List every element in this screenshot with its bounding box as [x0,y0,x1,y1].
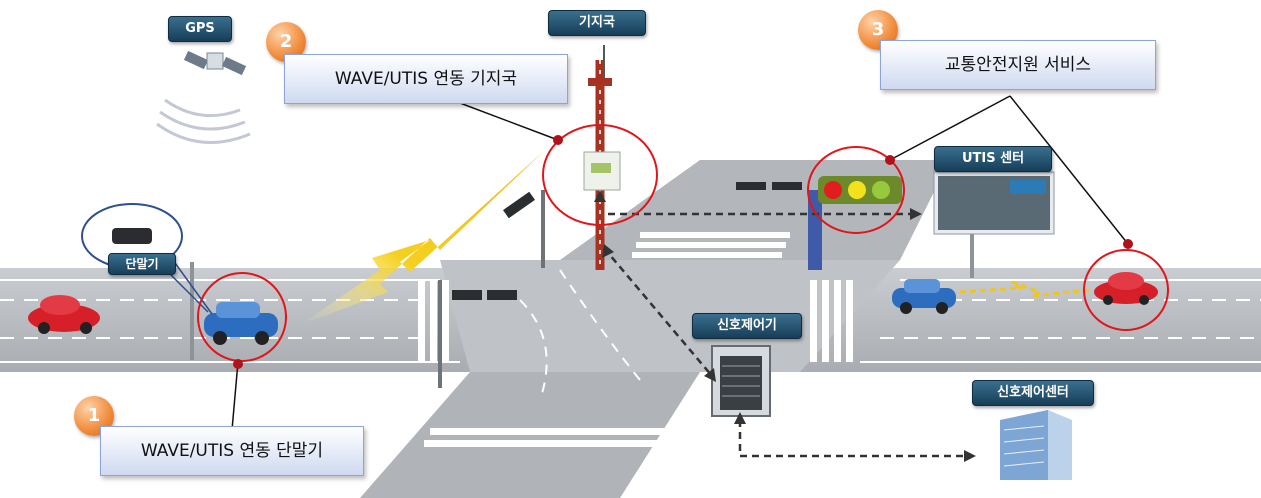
utis-center-label: UTIS 센터 [934,146,1052,172]
crosswalk-north [632,232,790,258]
lane-markings [0,299,1261,339]
signal-controller-label: 신호제어기 [692,313,802,339]
gps-satellite [183,50,247,76]
car-blue-right [892,279,956,314]
car-red-right [1094,272,1158,305]
signal-control-center-label: 신호제어센터 [972,380,1094,406]
utis-center-board [933,171,1055,278]
car-red-left [28,295,100,334]
arrow-heads [594,190,976,462]
signal-pole-ne [736,182,822,270]
gps-label: GPS [168,16,232,42]
gps-waves [156,98,251,144]
terminal-label: 단말기 [108,253,176,275]
leader-lines [231,95,1129,431]
car-blue-terminal [204,302,278,345]
signal-pole-north [503,190,545,268]
terminal-bubble [81,203,213,315]
crosswalk-south [424,428,670,447]
signal-pole-west [438,280,517,388]
wireless-bolt-car [959,280,1091,298]
highlight-circles [197,124,1169,362]
leader-dots [233,135,1133,369]
crosswalk-west [418,280,449,362]
intersection [440,260,900,372]
base-station-label: 기지국 [548,10,646,36]
base-station-tower [583,45,621,270]
signal-controller-cabinet [711,345,771,417]
crosswalk-east [810,280,853,362]
callout-1-text: WAVE/UTIS 연동 단말기 [100,426,364,476]
comm-arrows [603,212,966,458]
callout-1-number: 1 [74,396,114,436]
traffic-light [818,176,902,204]
callout-2-text: WAVE/UTIS 연동 기지국 [284,54,568,104]
turn-path [519,299,548,401]
callout-3-text: 교통안전지원 서비스 [880,40,1156,90]
signal-control-center-building [1000,410,1072,480]
